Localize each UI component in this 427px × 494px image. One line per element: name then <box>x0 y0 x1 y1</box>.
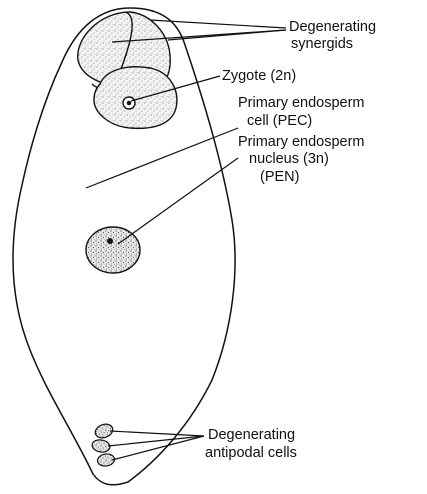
antipodals-label-line-1: Degenerating <box>208 427 295 443</box>
pen-label-line-2: nucleus (3n) <box>249 151 329 167</box>
pen-nucleolus <box>107 238 113 244</box>
antipodals-label-line-2: antipodal cells <box>205 445 297 461</box>
pen-label-line-3: (PEN) <box>260 169 299 185</box>
pen-label-line-1: Primary endosperm <box>238 134 365 150</box>
pec-label-line-2: cell (PEC) <box>247 113 312 129</box>
zygote <box>94 67 177 129</box>
zygote-label: Zygote (2n) <box>222 68 296 84</box>
synergids-label: Degenerating synergids <box>289 19 380 52</box>
synergids-label-line-2: synergids <box>291 36 353 52</box>
antipodals-label: Degenerating antipodal cells <box>205 427 299 461</box>
synergids-label-line-1: Degenerating <box>289 19 376 35</box>
zygote-nucleolus <box>127 101 132 106</box>
pec-label-line-1: Primary endosperm <box>238 95 365 111</box>
zygote-label-line-1: Zygote (2n) <box>222 68 296 84</box>
zygote-cell <box>94 67 177 129</box>
pec-label: Primary endosperm cell (PEC) <box>238 95 369 129</box>
pen-label: Primary endosperm nucleus (3n) (PEN) <box>238 134 369 185</box>
